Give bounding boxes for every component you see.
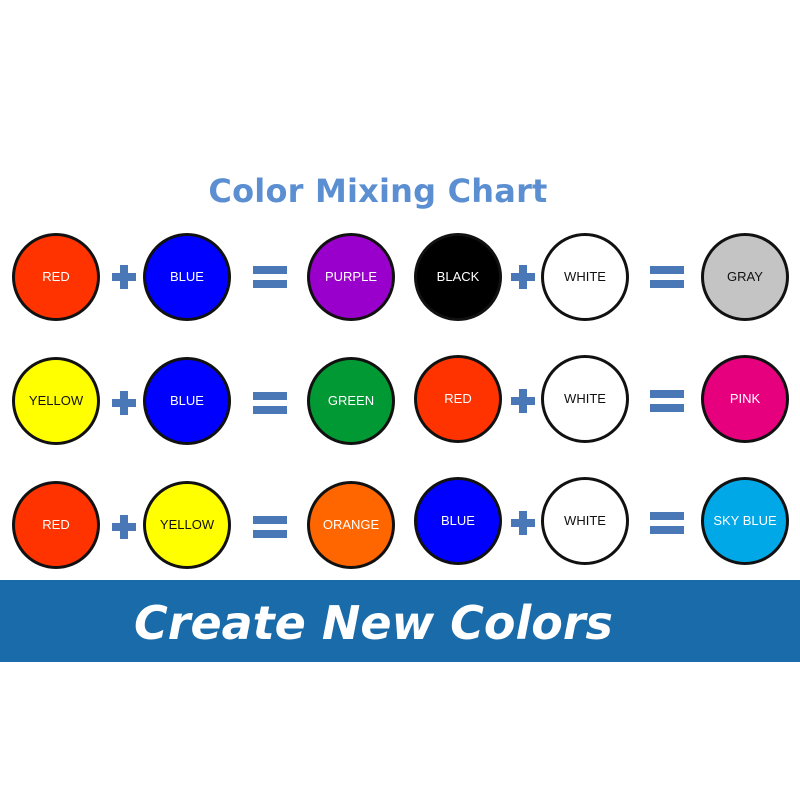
banner-text: Create New Colors (134, 596, 613, 650)
circle-orange: ORANGE (307, 481, 395, 569)
circle-pink: PINK (701, 355, 789, 443)
circle-white: WHITE (541, 477, 629, 565)
plus-icon (511, 389, 535, 413)
bottom-banner: Create New Colors (0, 580, 800, 662)
circle-yellow: YELLOW (12, 357, 100, 445)
circle-gray: GRAY (701, 233, 789, 321)
circle-yellow: YELLOW (143, 481, 231, 569)
circle-red: RED (12, 481, 100, 569)
circle-sky-blue: SKY BLUE (701, 477, 789, 565)
equals-icon (650, 266, 684, 288)
circle-black: BLACK (414, 233, 502, 321)
circle-red: RED (12, 233, 100, 321)
mix-row-1: RED BLUE PURPLE BLACK WHITE GRAY (0, 233, 800, 329)
circle-blue: BLUE (143, 357, 231, 445)
circle-blue: BLUE (143, 233, 231, 321)
equals-icon (253, 392, 287, 414)
plus-icon (112, 391, 136, 415)
plus-icon (511, 511, 535, 535)
circle-white: WHITE (541, 355, 629, 443)
equals-icon (650, 512, 684, 534)
plus-icon (511, 265, 535, 289)
equals-icon (650, 390, 684, 412)
circle-red: RED (414, 355, 502, 443)
plus-icon (112, 265, 136, 289)
circle-white: WHITE (541, 233, 629, 321)
equals-icon (253, 266, 287, 288)
circle-blue: BLUE (414, 477, 502, 565)
plus-icon (112, 515, 136, 539)
circle-green: GREEN (307, 357, 395, 445)
circle-purple: PURPLE (307, 233, 395, 321)
mix-row-2: YELLOW BLUE GREEN RED WHITE PINK (0, 355, 800, 453)
equals-icon (253, 516, 287, 538)
chart-title: Color Mixing Chart (208, 172, 548, 210)
mix-row-3: RED YELLOW ORANGE BLUE WHITE SKY BLUE (0, 477, 800, 577)
